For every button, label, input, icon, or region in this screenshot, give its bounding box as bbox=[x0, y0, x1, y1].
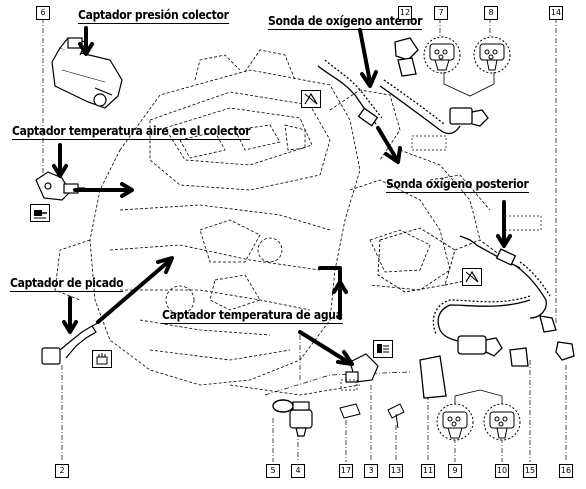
callout-5: 5 bbox=[266, 464, 280, 478]
callout-14: 14 bbox=[549, 6, 563, 20]
coolant-temp-icon bbox=[373, 340, 393, 358]
coolant-temp-sensor-part bbox=[345, 353, 379, 383]
callout-8: 8 bbox=[484, 6, 498, 20]
seal-ring-part bbox=[272, 399, 294, 413]
exhaust-o2-icon bbox=[462, 268, 482, 286]
callout-2: 2 bbox=[55, 464, 69, 478]
bolt-part bbox=[387, 403, 405, 429]
front-o2-probe-part bbox=[317, 37, 489, 135]
small-bracket-part bbox=[340, 379, 358, 391]
callout-11: 11 bbox=[421, 464, 435, 478]
exhaust-o2-icon bbox=[301, 90, 321, 108]
map-sensor-part bbox=[51, 37, 123, 109]
label-front-o2: Sonda de oxígeno anterior bbox=[268, 14, 423, 30]
connector-7 bbox=[423, 36, 461, 74]
connector-9 bbox=[436, 403, 474, 441]
label-knock-sensor: Captador de picado bbox=[10, 276, 124, 292]
callout-9: 9 bbox=[448, 464, 462, 478]
clip-part bbox=[339, 403, 361, 419]
label-coolant-temp: Captador temperatura de agua bbox=[162, 308, 343, 324]
callout-13: 13 bbox=[389, 464, 403, 478]
callout-16: 16 bbox=[559, 464, 573, 478]
callout-12: 12 bbox=[398, 6, 412, 20]
label-intake-air-temp: Captador temperatura aire en el colector bbox=[12, 124, 251, 140]
rear-o2-probe-part bbox=[419, 235, 575, 399]
callout-10: 10 bbox=[495, 464, 509, 478]
connector-8 bbox=[473, 36, 511, 74]
sensor-body-part bbox=[289, 401, 313, 437]
callout-3: 3 bbox=[364, 464, 378, 478]
callout-7: 7 bbox=[434, 6, 448, 20]
callout-4: 4 bbox=[291, 464, 305, 478]
callout-15: 15 bbox=[523, 464, 537, 478]
engine-block bbox=[54, 49, 491, 396]
pointer-arrows bbox=[52, 26, 512, 366]
callout-17: 17 bbox=[339, 464, 353, 478]
callout-6: 6 bbox=[36, 6, 50, 20]
sensor-symbol-icon bbox=[30, 204, 50, 222]
knock-sensor-part bbox=[41, 321, 101, 365]
label-rear-o2: Sonda oxígeno posterior bbox=[386, 177, 529, 193]
connector-10 bbox=[483, 403, 521, 441]
label-map-sensor: Captador presión colector bbox=[78, 8, 229, 24]
leader-lines bbox=[42, 18, 567, 462]
sensor-symbol-icon bbox=[92, 350, 112, 368]
